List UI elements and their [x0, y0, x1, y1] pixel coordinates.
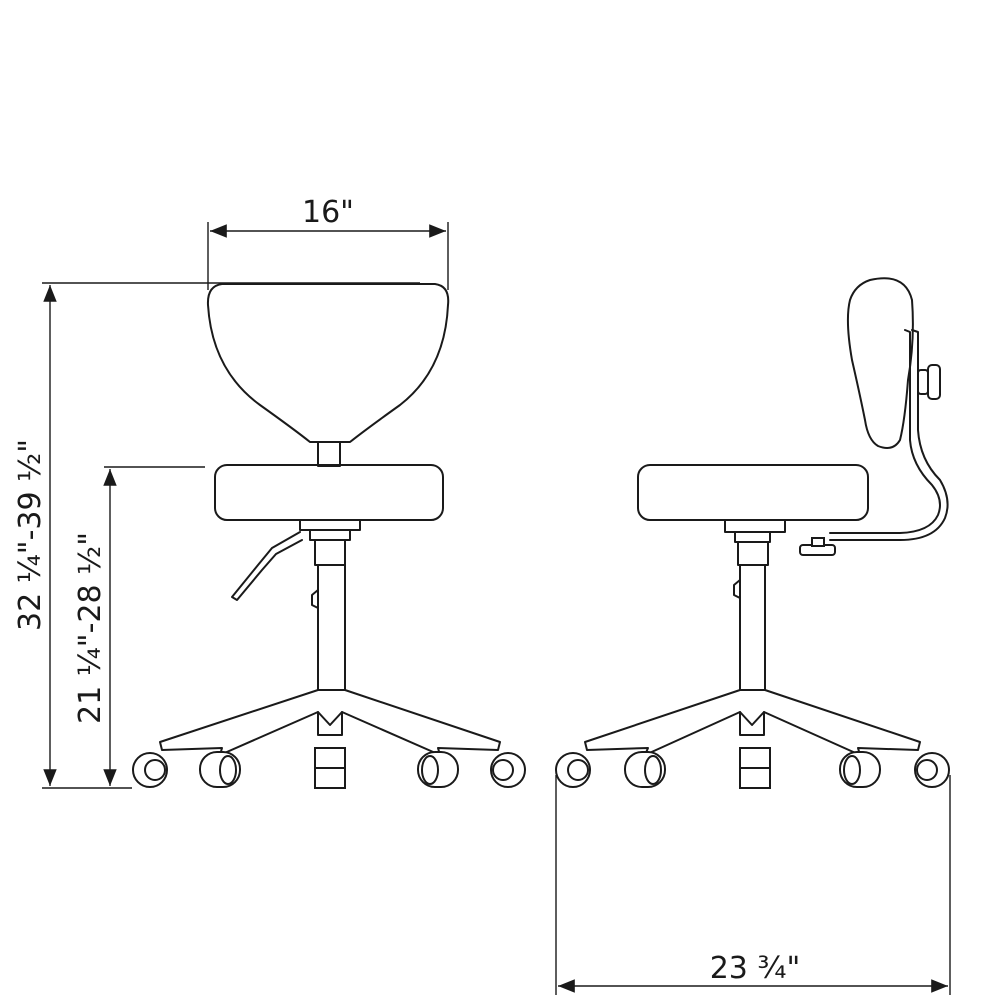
backrest-bracket	[829, 329, 949, 541]
backrest-width-label: 16"	[302, 195, 354, 230]
backrest-side	[846, 277, 914, 449]
seat-height-label: 21 ¼"-28 ½"	[73, 532, 108, 724]
height-lever	[231, 531, 303, 601]
casters-front	[132, 747, 526, 789]
side-view-stool	[555, 277, 950, 789]
base-diameter-label: 23 ¾"	[710, 951, 801, 986]
base-diameter-dimension: 23 ¾"	[555, 775, 951, 995]
base-star-side	[584, 689, 921, 756]
base-star-front	[159, 689, 501, 756]
overall-height-dimension: 32 ¼"-39 ½"	[13, 282, 420, 789]
casters-side	[555, 747, 950, 789]
backrest-front	[206, 283, 450, 443]
width-dimension: 16"	[207, 195, 449, 290]
front-view-stool	[132, 283, 526, 789]
overall-height-label: 32 ¼"-39 ½"	[13, 439, 48, 631]
seat-height-dimension: 21 ¼"-28 ½"	[73, 466, 205, 786]
